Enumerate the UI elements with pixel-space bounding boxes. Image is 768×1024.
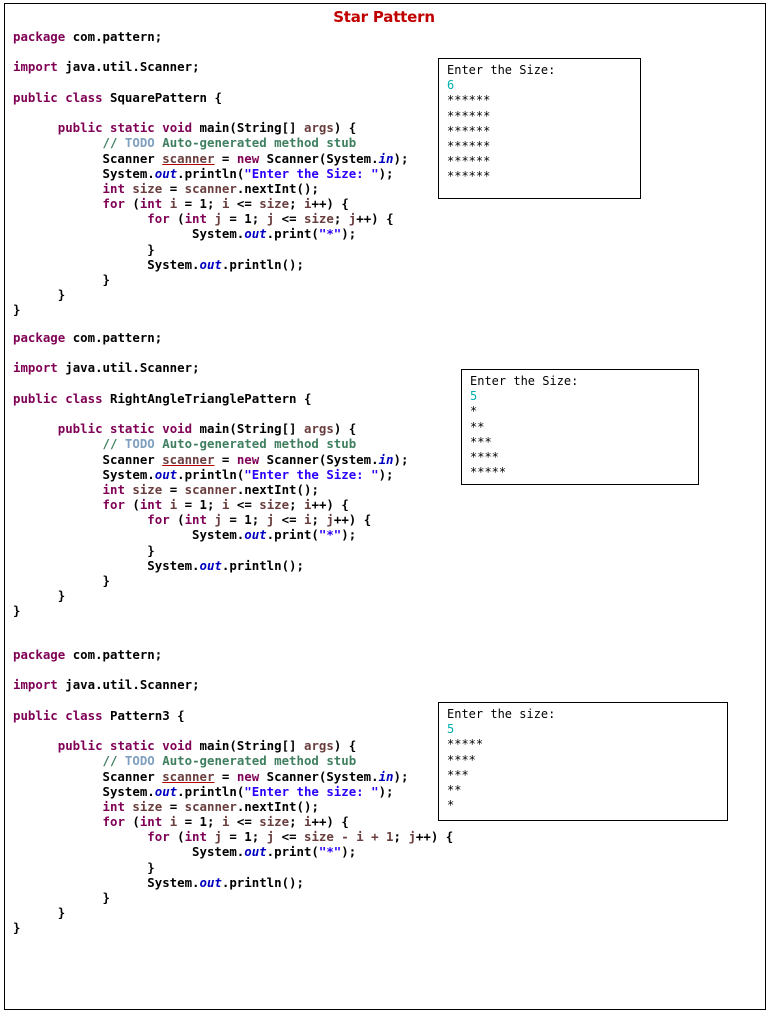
class-declaration: public class SquarePattern { (13, 89, 222, 105)
import-line: import java.util.Scanner; (13, 59, 200, 75)
console-output-triangle: Enter the Size:5*************** (461, 369, 699, 485)
console-output-pattern3: Enter the size:5*************** (438, 702, 728, 821)
package-line: package com.pattern; (13, 29, 163, 44)
console-output-square: Enter the Size:6************************… (438, 58, 641, 199)
code-block-square-pattern: package com.pattern; import java.util.Sca… (13, 29, 409, 318)
page-title: Star Pattern (333, 8, 435, 26)
code-block-right-angle-triangle: package com.pattern;import java.util.Sca… (13, 330, 409, 619)
code-block-pattern3: package com.pattern;import java.util.Sca… (13, 647, 454, 936)
